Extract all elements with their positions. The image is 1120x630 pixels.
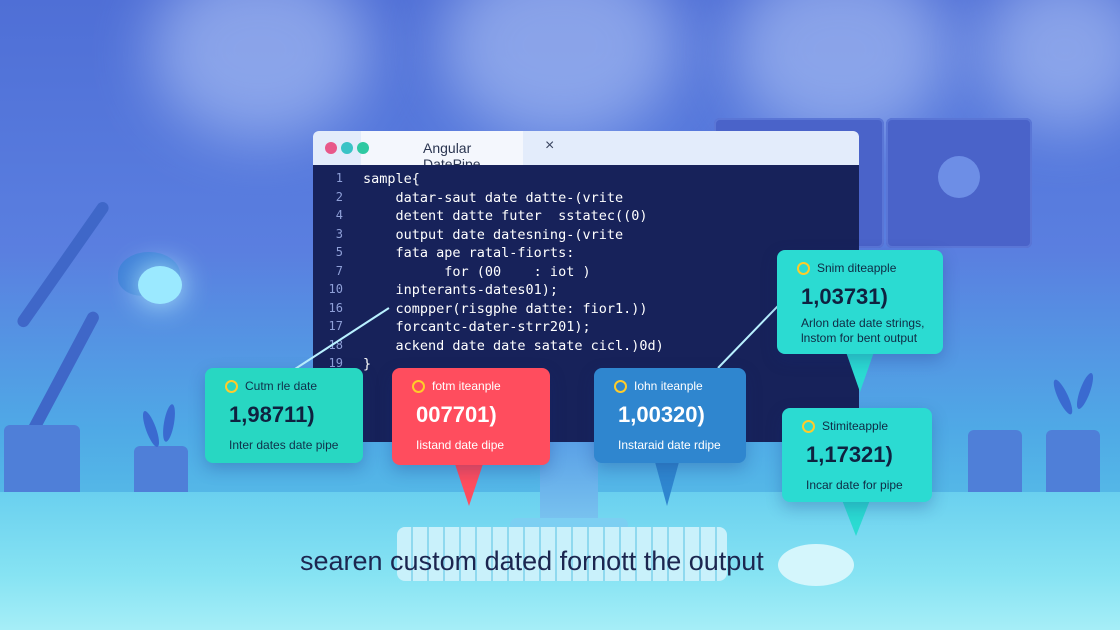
window-titlebar: Angular DatePipe × [313,131,859,172]
code-line: output date datesning-(vrite [363,226,624,243]
code-lines: sample{ datar-saut date datte-(vrite det… [363,171,664,375]
caption-text: searen custom dated fornott the output [300,546,764,576]
callout-value: 1,00320) [618,402,705,427]
line-number: 2 [335,189,343,204]
close-window-dot[interactable] [325,142,337,154]
callout-description: Incar date for pipe [806,478,903,492]
code-line: compper(risgphe datte: fior1.)) [363,300,648,317]
code-line: for (00 : iot ) [363,263,591,280]
line-number: 17 [328,319,343,333]
code-line: inpterants-dates01); [363,282,559,298]
callout-title: Stimiteapple [822,419,889,433]
line-number: 1 [335,171,343,185]
code-line: forcantc-dater-strr201); [363,319,591,335]
callout-card: fotm iteanple 007701) Iistand date dipe [392,368,550,465]
callout-tail [455,464,483,506]
callout-tail [842,500,870,536]
callout-card: Cutm rle date 1,98711) Inter dates date … [205,368,363,463]
callout-card: Iohn iteanple 1,00320) Instaraid date rd… [594,368,746,463]
line-number: 7 [335,263,343,278]
code-line: sample{ [363,171,420,187]
callout-value: 1,98711) [229,402,315,427]
callout-value: 007701) [416,402,497,427]
lamp-bulb [138,266,182,304]
code-line: detent datte futer sstatec((0) [363,208,648,224]
info-icon [797,262,810,275]
code-area[interactable]: 1 2 4 3 5 7 10 16 17 18 19 sample{ datar… [313,165,859,442]
line-number: 16 [328,300,343,315]
wall-clock-frame [886,118,1032,248]
callout-card: Stimiteapple 1,17321) Incar date for pip… [782,408,932,502]
callout-description: Inter dates date pipe [229,438,339,452]
clock-icon [938,156,980,198]
editor-tab[interactable]: Angular DatePipe × [361,131,554,172]
line-number: 19 [328,356,343,370]
info-icon [225,380,238,393]
plant-pot-right [1046,430,1100,502]
code-line: fata ape ratal-fiorts: [363,245,575,261]
info-icon [412,380,425,393]
minimize-window-dot[interactable] [341,142,353,154]
code-line: ackend date date satate cicl.)0d) [363,337,664,354]
callout-value: 1,03731) [801,284,888,309]
callout-description: Arlon date date strings, lnstom for bent… [801,316,925,345]
callout-tail [846,352,874,392]
info-icon [614,380,627,393]
cup-right-1 [968,430,1022,500]
close-icon[interactable]: × [545,137,555,154]
maximize-window-dot[interactable] [357,142,369,154]
callout-title: fotm iteanple [432,379,501,393]
callout-card: Snim diteapple 1,03731) Arlon date date … [777,250,943,354]
line-number: 4 [335,208,343,222]
code-editor-window: Angular DatePipe × 1 2 4 3 5 7 10 16 17 … [313,131,859,442]
callout-description: Instaraid date rdipe [618,438,721,452]
code-line: } [363,356,372,372]
mouse [778,544,854,586]
keyboard [397,527,727,581]
callout-title: Snim diteapple [817,261,897,275]
callout-title: Iohn iteanple [634,379,703,393]
callout-title: Cutm rle date [245,379,318,393]
code-line: datar-saut date datte-(vrite [363,189,624,206]
info-icon [802,420,815,433]
callout-value: 1,17321) [806,442,893,467]
callout-tail [655,462,679,506]
line-number: 10 [328,282,343,296]
callout-description: Iistand date dipe [416,438,505,452]
line-number: 5 [335,245,343,259]
line-number: 3 [335,226,343,241]
line-number-gutter: 1 2 4 3 5 7 10 16 17 18 19 [313,171,343,375]
